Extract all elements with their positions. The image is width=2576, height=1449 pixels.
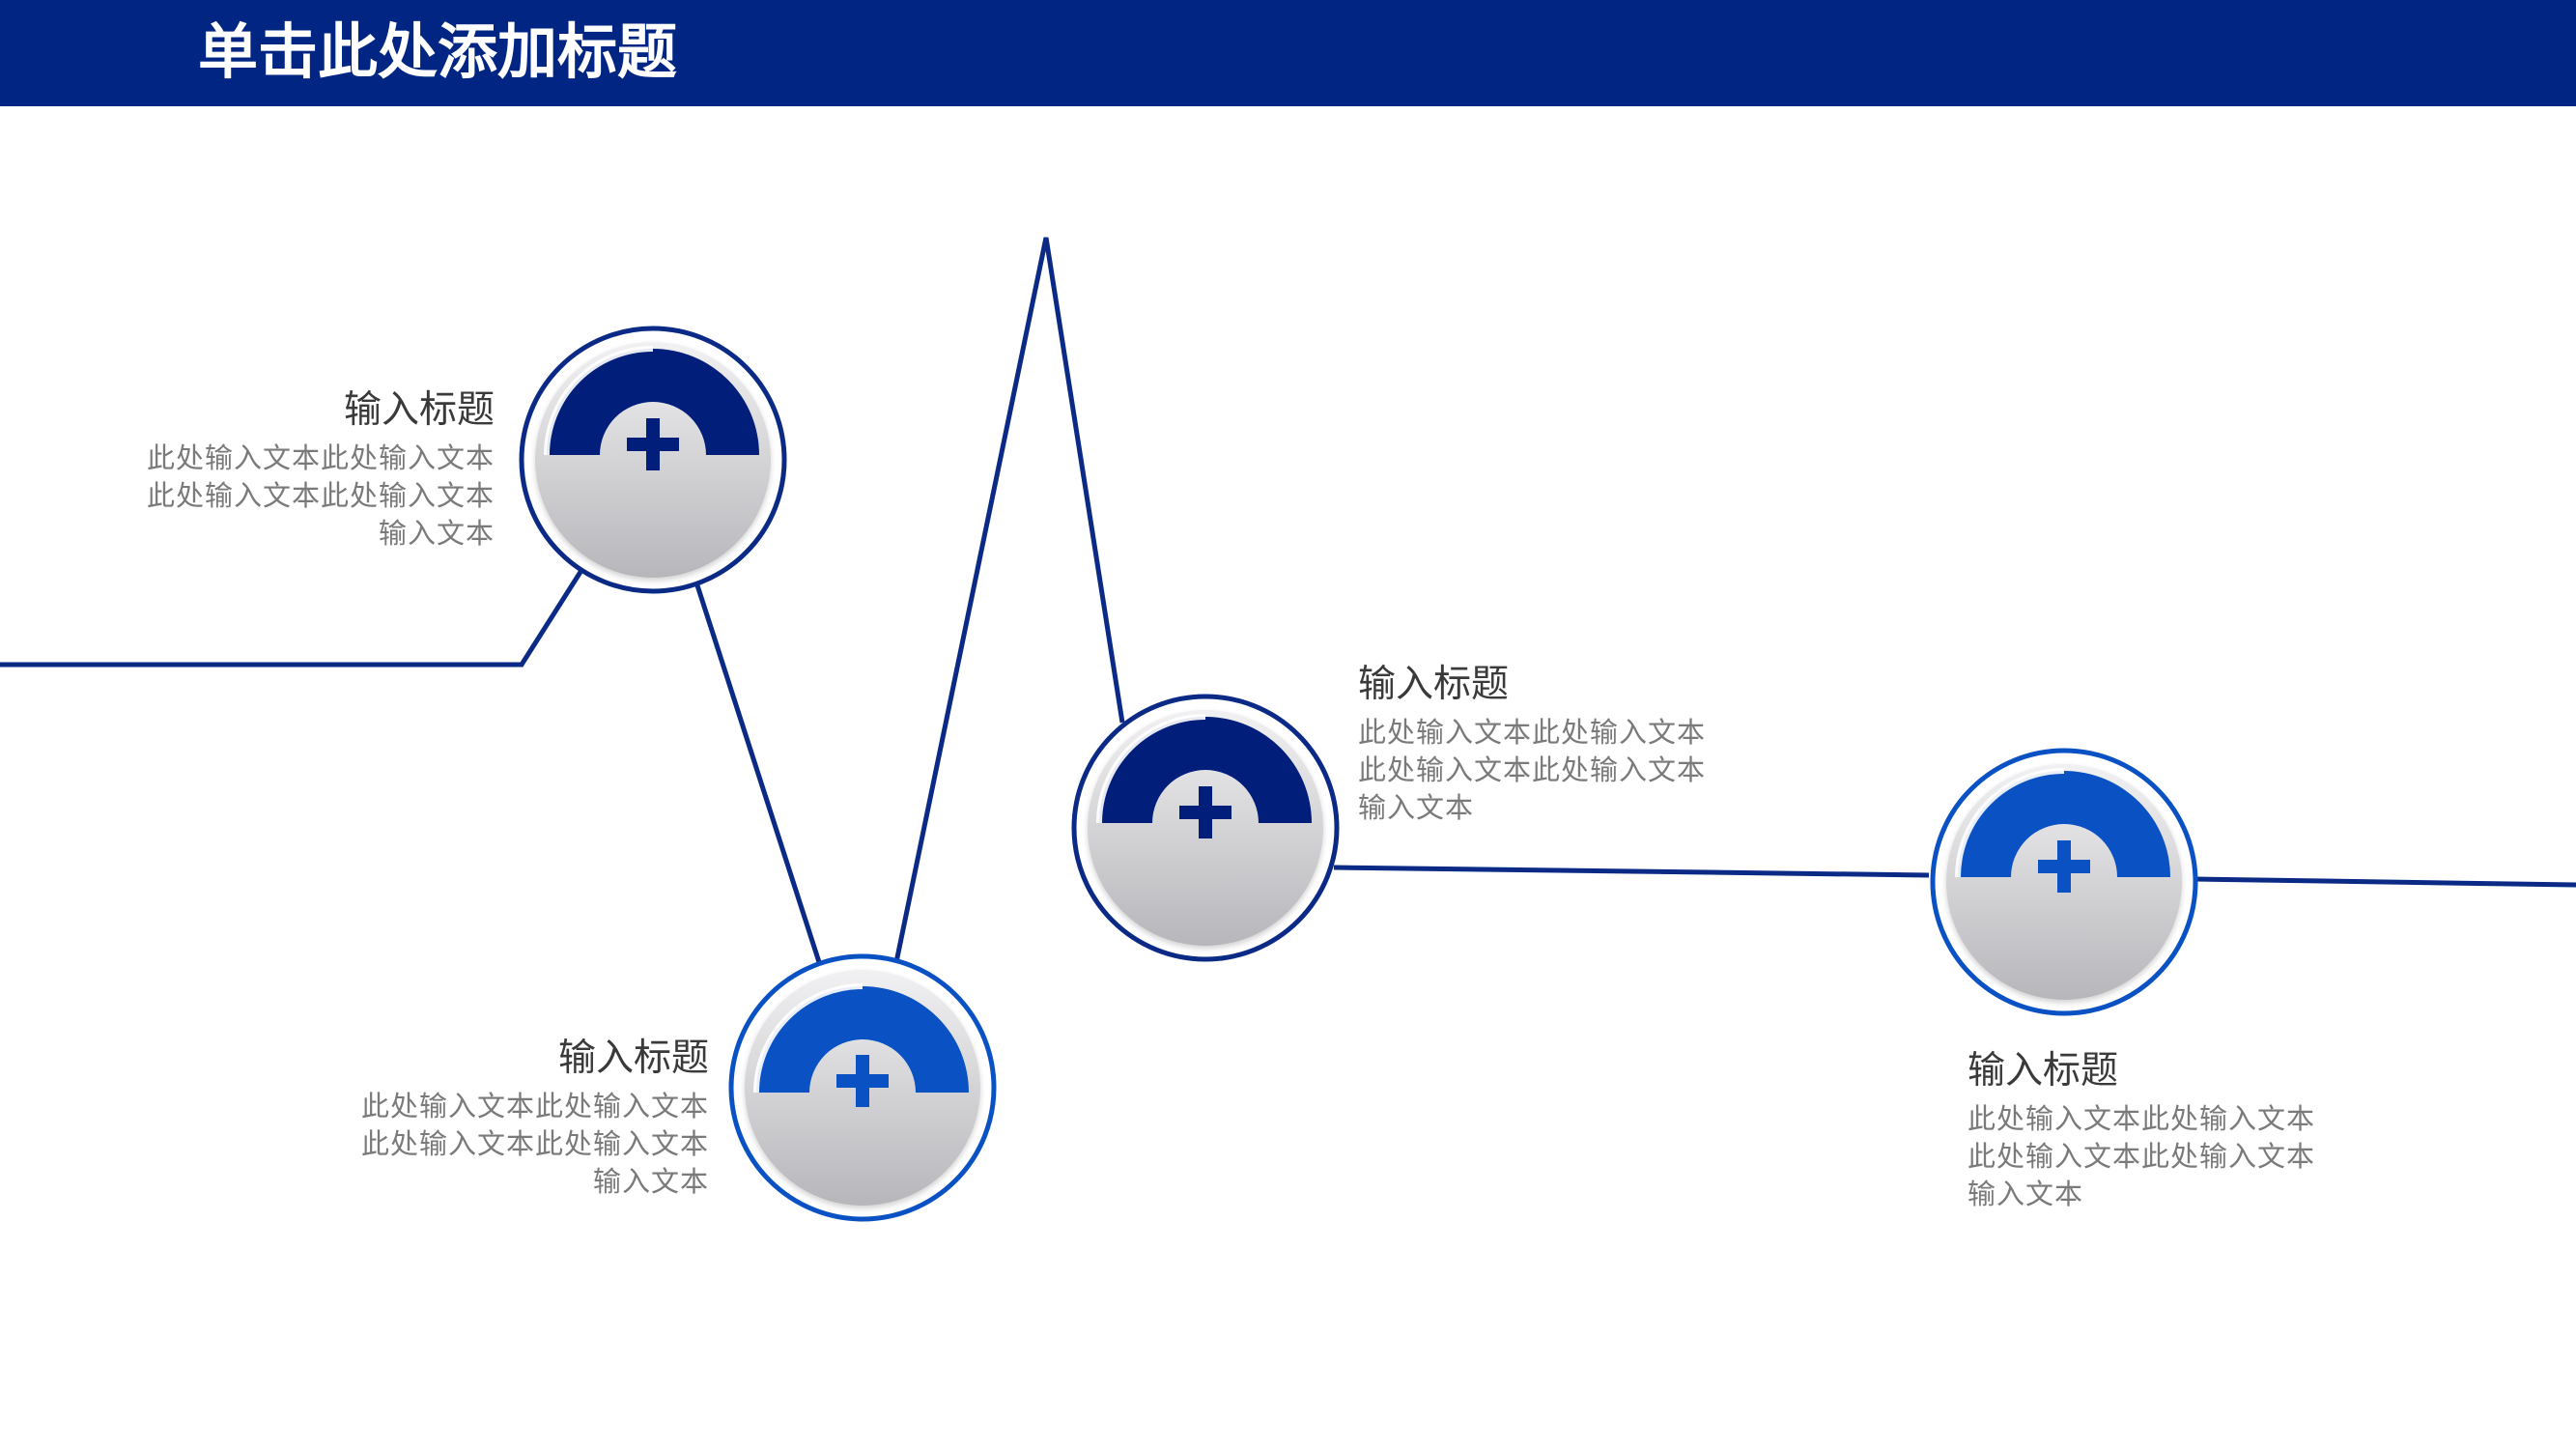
item-4-text: 输入标题 此处输入文本此处输入文本此处输入文本此处输入文本输入文本 — [1967, 1046, 2335, 1213]
gauge-arc-icon — [547, 349, 759, 455]
pulse-segment-spike — [893, 237, 1125, 963]
node-4[interactable] — [1930, 748, 2198, 1016]
plus-icon — [2038, 840, 2090, 893]
item-4-body[interactable]: 此处输入文本此处输入文本此处输入文本此处输入文本输入文本 — [1967, 1102, 2316, 1210]
item-2-title[interactable]: 输入标题 — [557, 1037, 709, 1080]
item-3-title[interactable]: 输入标题 — [1358, 663, 1510, 706]
item-4-title[interactable]: 输入标题 — [1967, 1049, 2119, 1093]
pulse-line — [0, 237, 2576, 963]
plus-icon — [627, 418, 679, 470]
plus-icon — [836, 1055, 889, 1107]
item-3-text: 输入标题 此处输入文本此处输入文本此处输入文本此处输入文本输入文本 — [1358, 660, 1725, 827]
gauge-arc-icon — [1099, 717, 1312, 823]
item-2-body[interactable]: 此处输入文本此处输入文本此处输入文本此处输入文本输入文本 — [360, 1090, 709, 1198]
item-1-text: 输入标题 此处输入文本此处输入文本此处输入文本此处输入文本输入文本 — [127, 385, 495, 553]
item-1-body[interactable]: 此处输入文本此处输入文本此处输入文本此处输入文本输入文本 — [146, 441, 495, 550]
item-1-title[interactable]: 输入标题 — [343, 388, 495, 432]
pulse-segment-right — [2194, 876, 2576, 888]
node-1[interactable] — [519, 326, 787, 594]
item-2-text: 输入标题 此处输入文本此处输入文本此处输入文本此处输入文本输入文本 — [342, 1034, 709, 1201]
pulse-segment-valley — [694, 584, 822, 963]
header-bar: 单击此处添加标题 — [0, 0, 2576, 106]
node-2[interactable] — [728, 953, 997, 1222]
item-3-body[interactable]: 此处输入文本此处输入文本此处输入文本此处输入文本输入文本 — [1358, 716, 1707, 824]
node-3[interactable] — [1071, 694, 1340, 962]
gauge-arc-icon — [1958, 771, 2170, 877]
plus-icon — [1179, 786, 1231, 838]
pulse-segment-left — [0, 570, 583, 668]
slide-title[interactable]: 单击此处添加标题 — [198, 16, 678, 87]
pulse-segment-flat — [1333, 865, 1930, 878]
